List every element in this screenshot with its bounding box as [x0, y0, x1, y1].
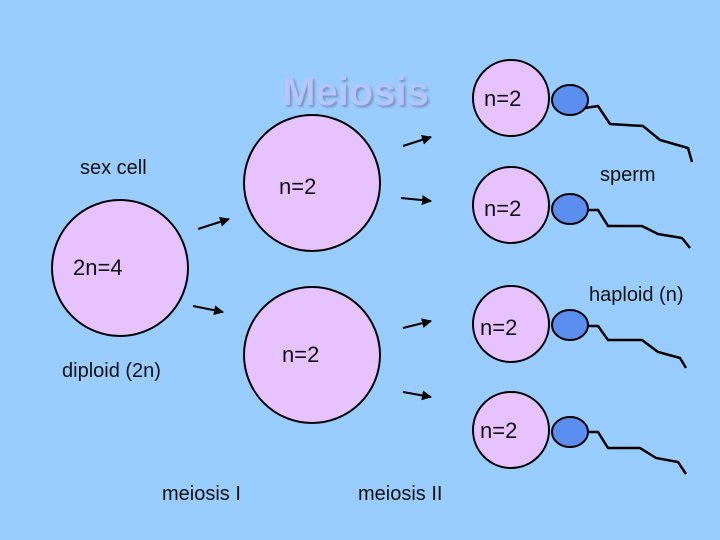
arrow-to-sperm-1 [402, 134, 432, 147]
sperm-label: sperm [600, 164, 656, 186]
sperm-head-1 [551, 84, 589, 116]
parent-cell [51, 199, 189, 337]
sperm-cell-2 [472, 166, 550, 244]
sperm-4-label: n=2 [480, 418, 518, 443]
sperm-head-2 [551, 193, 589, 225]
sperm-tail-4 [585, 430, 688, 475]
arrow-to-sperm-4 [402, 390, 432, 401]
sex-cell-label: sex cell [80, 157, 147, 179]
sperm-cell-3 [472, 285, 550, 363]
daughter-cell-top [243, 114, 381, 252]
arrow-to-daughter-top [197, 217, 230, 230]
meiosis-ii-label: meiosis II [358, 483, 443, 505]
arrow-to-sperm-3 [402, 318, 432, 329]
sperm-cell-1 [472, 59, 550, 137]
meiosis-i-label: meiosis I [162, 483, 241, 505]
haploid-label: haploid (n) [589, 284, 684, 306]
diploid-label: diploid (2n) [62, 360, 161, 382]
sperm-head-4 [551, 416, 589, 448]
sperm-2-label: n=2 [484, 196, 522, 221]
daughter-cell-bottom [243, 286, 381, 424]
slide-title: Meiosis [282, 70, 429, 114]
parent-count-label: 2n=4 [73, 255, 123, 280]
sperm-head-3 [551, 309, 589, 341]
sperm-1-label: n=2 [484, 86, 522, 111]
arrow-to-daughter-bottom [192, 305, 224, 316]
arrow-to-sperm-2 [400, 195, 432, 206]
daughter-top-label: n=2 [279, 174, 317, 199]
daughter-bottom-label: n=2 [282, 342, 320, 367]
sperm-tail-1 [584, 104, 694, 163]
sperm-3-label: n=2 [480, 315, 518, 340]
sperm-cell-4 [472, 391, 550, 469]
sperm-tail-2 [585, 208, 691, 249]
sperm-tail-3 [585, 324, 688, 369]
